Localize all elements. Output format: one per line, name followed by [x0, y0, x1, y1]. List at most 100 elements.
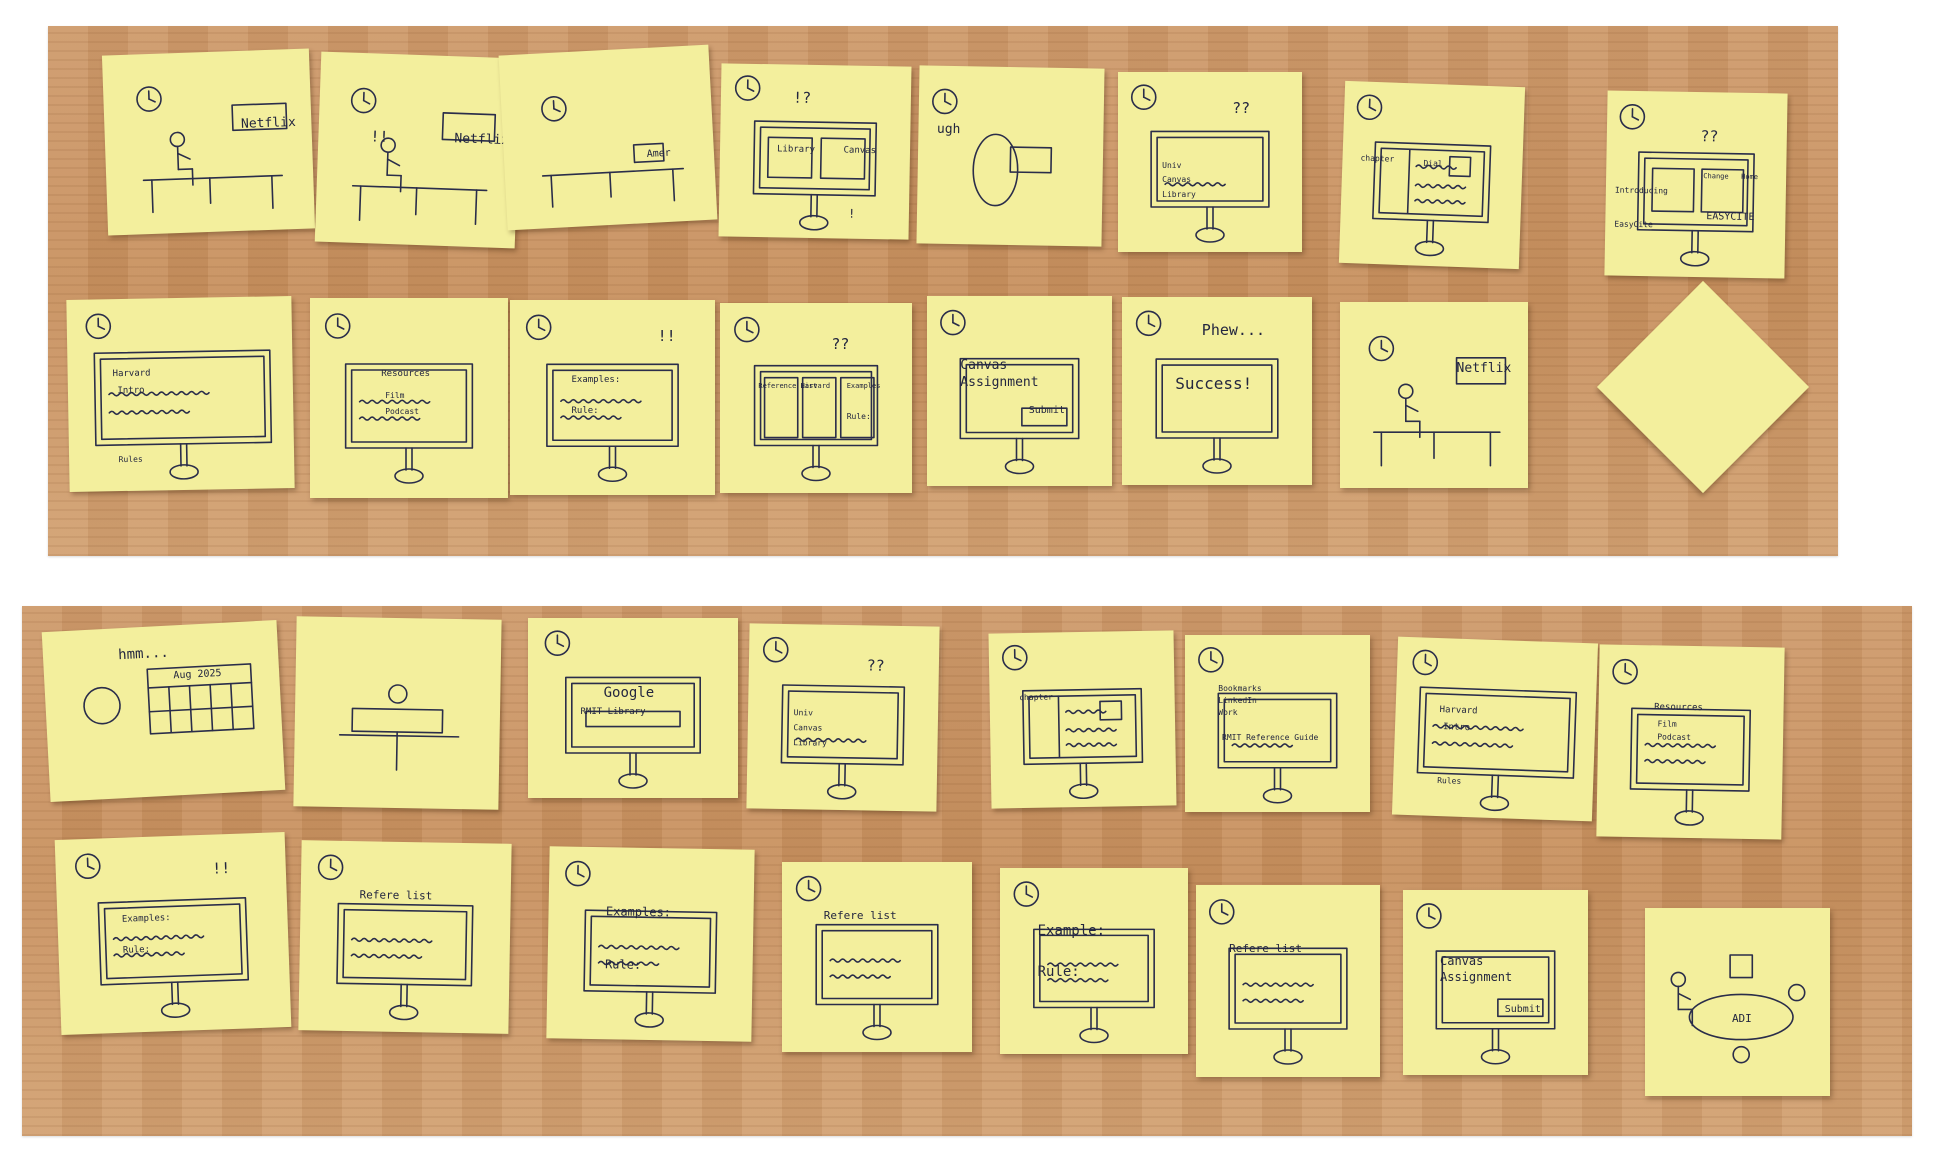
note-label: Canvas	[1440, 953, 1484, 968]
clock-icon	[75, 853, 101, 880]
clock-icon	[940, 309, 966, 336]
note-label: Library	[793, 737, 827, 748]
note-sketch	[1412, 649, 1578, 812]
note-label: Library	[1162, 189, 1196, 199]
note-label: ugh	[936, 121, 961, 138]
note-sketch	[734, 316, 879, 482]
clock-icon	[1002, 644, 1028, 671]
sticky-note: Netflix	[101, 48, 316, 236]
monitor-frame	[1636, 151, 1755, 233]
monitor-frame	[752, 120, 878, 197]
note-label: Canvas	[960, 357, 1008, 373]
note-sketch	[85, 313, 273, 480]
clock-icon	[525, 314, 552, 341]
monitor-frame	[815, 923, 939, 1006]
note-label: Refere list	[823, 908, 897, 922]
monitor-frame	[1435, 950, 1556, 1030]
note-sketch	[565, 860, 718, 1028]
clock-icon	[1416, 903, 1442, 929]
clock-icon	[350, 87, 377, 114]
monitor-frame	[1372, 141, 1492, 224]
clock-icon	[1198, 646, 1224, 673]
note-sketch	[1619, 103, 1755, 267]
monitor-frame	[1021, 687, 1144, 766]
note-sketch	[541, 95, 685, 208]
note-label: !	[847, 206, 856, 221]
note-label: Univ	[1162, 161, 1182, 170]
note-label: !?	[792, 88, 812, 107]
note-label: Rule:	[122, 945, 151, 956]
monitor-frame	[583, 909, 718, 994]
note-label: EASYCITE	[1706, 211, 1755, 224]
note-sketch	[1208, 899, 1348, 1065]
note-label: Podcast	[385, 407, 419, 416]
sticky-note: Phew... Success!	[1122, 297, 1312, 485]
note-label: Examples:	[571, 375, 621, 386]
monitor-frame	[344, 363, 474, 449]
note-sketch	[136, 86, 288, 214]
clock-icon	[136, 86, 162, 112]
calendar-sketch	[146, 663, 255, 735]
clock-icon	[1619, 103, 1646, 130]
note-label: Phew...	[1201, 321, 1266, 340]
note-label: !!	[211, 859, 231, 878]
note-label: Film	[1657, 719, 1677, 729]
note-label: Harvard	[800, 381, 831, 390]
monitor-frame	[1150, 130, 1270, 208]
clock-icon	[565, 860, 591, 887]
note-sketch	[75, 853, 250, 1019]
note-label: Home	[1741, 173, 1759, 182]
note-label: Submit	[1028, 405, 1065, 417]
note-sketch	[338, 684, 460, 771]
clock-icon	[1130, 84, 1157, 111]
note-label: Refere list	[1229, 941, 1302, 955]
note-sketch	[1368, 335, 1507, 467]
note-sketch	[932, 88, 1053, 207]
sticky-note: Refere list	[782, 862, 972, 1052]
note-label: Example:	[1037, 922, 1106, 939]
note-label: Amer	[646, 147, 672, 160]
monitor-frame	[546, 363, 679, 448]
note-label: Reference List	[758, 381, 818, 390]
note-label: Introducing	[1614, 185, 1668, 196]
note-label: Assignment	[960, 374, 1039, 390]
note-sketch	[1670, 954, 1806, 1064]
sticky-note: Refere list	[298, 840, 512, 1034]
note-sketch	[525, 314, 679, 483]
sticky-note: Amer	[498, 44, 718, 231]
note-label: Examples:	[121, 913, 171, 925]
note-label: Intro	[1442, 722, 1471, 734]
monitor-frame	[959, 357, 1080, 440]
note-sketch	[324, 313, 474, 484]
clock-icon	[795, 875, 822, 902]
note-sketch	[1612, 658, 1752, 826]
note-label: Netflix	[240, 114, 297, 132]
note-sketch	[940, 309, 1080, 475]
note-sketch	[1013, 881, 1155, 1044]
note-label: EasyCite	[1614, 219, 1653, 229]
note-label: hmm...	[117, 645, 170, 664]
note-label: Work	[1218, 708, 1238, 718]
monitor-frame	[1155, 358, 1279, 439]
sticky-note: Examples:Rule:	[546, 846, 755, 1042]
monitor-frame	[780, 684, 906, 766]
note-label: Podcast	[1657, 732, 1692, 743]
note-label: Success!	[1175, 373, 1253, 393]
note-label: Google	[603, 685, 655, 702]
note-sketch	[1135, 310, 1279, 474]
note-sketch	[544, 630, 701, 789]
note-sketch	[762, 636, 906, 800]
note-sketch	[1416, 903, 1556, 1065]
note-label: !!	[370, 127, 389, 146]
note-label: ??	[831, 335, 850, 354]
note-label: Dial	[1423, 159, 1443, 169]
note-sketch	[317, 854, 474, 1021]
note-label: ??	[1700, 127, 1719, 146]
